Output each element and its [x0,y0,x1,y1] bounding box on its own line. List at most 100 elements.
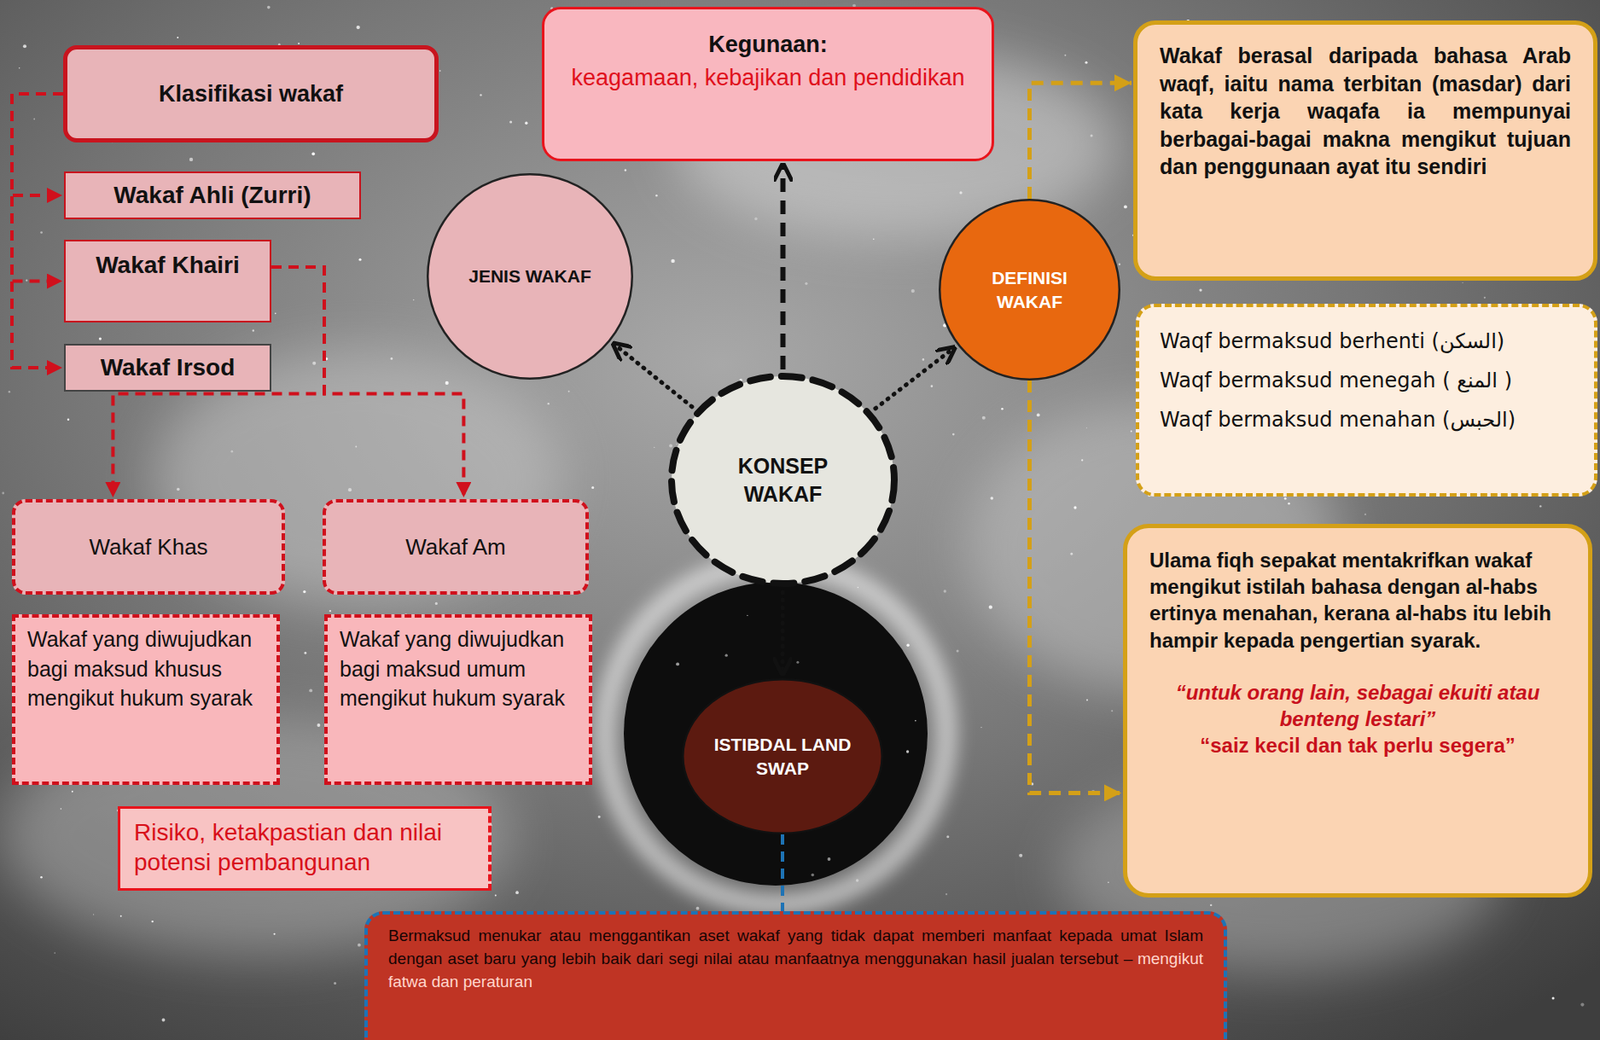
usage-box: Kegunaan:keagamaan, kebajikan dan pendid… [541,6,995,162]
star [1539,505,1542,507]
heading-box: Klasifikasi wakaf [63,45,439,143]
star [653,447,655,448]
definition-box: Ulama fiqh sepakat mentakrifkan wakaf me… [1122,523,1593,898]
text-group: Kegunaan:keagamaan, kebajikan dan pendid… [568,31,968,94]
star [1287,502,1291,506]
star [1130,430,1133,433]
node-text: Wakaf Khas [88,534,208,561]
star [982,416,986,420]
circle-outline [671,376,895,584]
star [515,890,519,895]
node-text: Wakaf yang diwujudkan bagi maksud khusus… [27,624,265,714]
text-group: JENIS WAKAF [457,264,602,288]
star [796,661,799,664]
star [669,444,673,448]
star [1090,133,1094,137]
node-text: JENIS WAKAF [457,264,602,288]
circle-outline [681,678,884,835]
star [827,857,832,862]
star [1107,882,1110,885]
connector-arrow [11,93,64,282]
star [435,602,438,606]
circle-outline [939,199,1120,380]
text-group: DEFINISI WAKAF [965,266,1094,314]
star [445,381,449,385]
connector-arrow [11,93,64,196]
connector-arrow [613,343,693,408]
star [1580,1003,1584,1007]
star [922,358,926,361]
definition-box: Bermaksud menukar atau menggantikan aset… [364,911,1228,1040]
connector-arrow [11,93,64,368]
circle-outline [682,679,883,834]
connector-arrow [780,592,786,675]
star [479,93,482,96]
node-text: Bermaksud menukar atau menggantikan aset… [388,926,1204,968]
text-group: Waqf bermaksud berhenti (السكن)Waqf berm… [1159,329,1574,432]
star [980,727,982,728]
node-text: Wakaf berasal daripada bahasa Arab waqf,… [1159,41,1571,181]
category-box: Wakaf Irsod [64,343,272,392]
star [906,750,909,753]
star [98,337,102,341]
circle-outline [668,372,898,588]
node-subtext: Waqf bermaksud menegah ( المنع ) [1159,368,1574,393]
star [1070,552,1073,556]
star [67,418,70,421]
star [297,42,300,45]
star [273,933,276,936]
subtype-box: Wakaf Am [322,499,589,595]
text-group: Wakaf Ahli (Zurri) [113,181,311,210]
star [354,446,357,448]
star [71,791,74,793]
star [675,443,677,445]
star [53,952,55,954]
text-group: Wakaf berasal daripada bahasa Arab waqf,… [1159,41,1571,181]
star [189,157,193,162]
star [696,907,700,911]
star [18,67,20,69]
star [312,361,316,366]
star [675,662,680,666]
connector-arrow [1029,82,1133,199]
star [1084,61,1088,64]
central-circle: KONSEP WAKAF [668,372,898,588]
node-text: Klasifikasi wakaf [158,81,344,108]
star [1210,904,1212,907]
description-box: Wakaf yang diwujudkan bagi maksud umum m… [324,614,593,786]
text-group: Risiko, ketakpastian dan nilai potensi p… [133,817,475,878]
node-text: Ulama fiqh sepakat mentakrifkan wakaf me… [1149,546,1566,654]
star [568,390,571,393]
node-subtext: “untuk orang lain, sebagai ekuiti atau b… [1149,679,1566,733]
star [855,878,859,882]
star [329,610,332,612]
node-text: Wakaf Khairi [65,251,270,280]
text-group: ISTIBDAL LAND SWAP [711,733,853,780]
node-text: Wakaf yang diwujudkan bagi maksud umum m… [339,624,577,714]
star [956,650,960,653]
text-group: Wakaf Khas [88,534,208,561]
star [857,587,860,589]
connector-arrow [780,164,786,370]
connector-arrow [875,348,955,409]
star [598,815,601,819]
star [946,835,949,838]
star [151,920,154,923]
star [945,893,948,896]
star [40,876,43,879]
node-text: KONSEP WAKAF [702,452,863,508]
star [1,492,5,495]
note-box: Risiko, ketakpastian dan nilai potensi p… [117,806,492,891]
star [911,289,915,293]
star [162,1018,166,1023]
star [1284,497,1287,501]
star [1064,54,1066,57]
star [1123,204,1128,209]
text-group: Bermaksud menukar atau menggantikan aset… [388,925,1204,995]
star [1073,506,1077,509]
star [990,496,995,501]
star [943,589,947,593]
star [40,231,43,234]
subtype-box: Wakaf Khas [11,499,286,595]
